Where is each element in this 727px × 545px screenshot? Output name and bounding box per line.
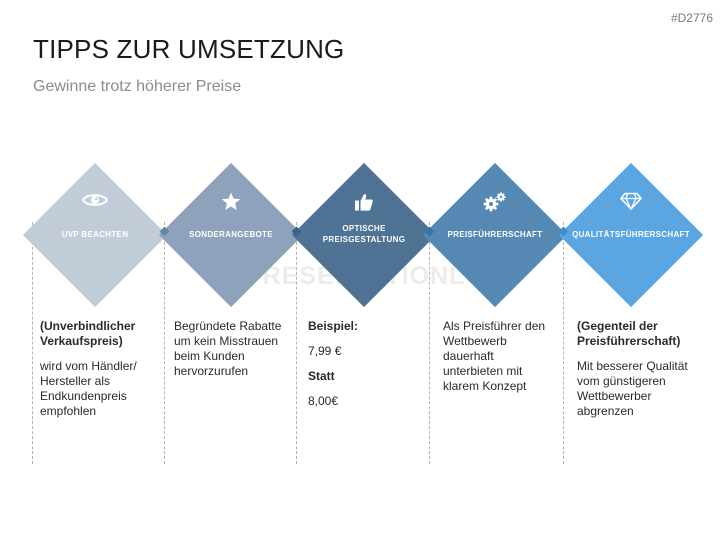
step-description-2: Begründete Rabatte um kein Misstrauen be… <box>174 319 292 389</box>
instead-price: 8,00€ <box>308 394 339 408</box>
step-label: OPTISCHE PREISGESTALTUNG <box>291 223 437 245</box>
separator-line <box>296 222 297 464</box>
star-icon <box>158 192 304 214</box>
instead-label: Statt <box>308 369 335 383</box>
step-description-3: Beispiel: 7,99 € Statt 8,00€ <box>308 319 426 419</box>
step-description-text: Mit besserer Qualität vom günstigeren We… <box>577 359 688 418</box>
step-sonderangebote: SONDERANGEBOTE <box>158 162 304 308</box>
step-description-text: wird vom Händler/ Hersteller als Endkund… <box>40 359 137 418</box>
gears-icon <box>422 192 568 214</box>
separator-line <box>164 222 165 464</box>
step-uvp-beachten: UVP BEACHTEN <box>22 162 168 308</box>
eye-icon <box>22 192 168 214</box>
step-label-line1: OPTISCHE <box>342 224 386 233</box>
step-label-line2: PREISGESTALTUNG <box>322 235 406 244</box>
step-description-1: (Unverbindlicher Verkaufspreis) wird vom… <box>40 319 158 429</box>
step-label: QUALITÄTSFÜHRERSCHAFT <box>572 230 690 239</box>
separator-line <box>563 222 564 464</box>
step-description-heading: (Unverbindlicher Verkaufspreis) <box>40 319 136 348</box>
step-preisfuehrerschaft: PREISFÜHRERSCHAFT <box>422 162 568 308</box>
step-description-4: Als Preisführer den Wettbewerb dauerhaft… <box>443 319 555 404</box>
slide-id: #D2776 <box>670 11 713 25</box>
example-label: Beispiel: <box>308 319 359 333</box>
diamond-icon <box>558 192 704 214</box>
step-label: SONDERANGEBOTE <box>189 230 273 239</box>
example-price: 7,99 € <box>308 344 342 358</box>
step-description-heading: (Gegenteil der Preisführerschaft) <box>577 319 681 348</box>
step-label: PREISFÜHRERSCHAFT <box>447 230 543 239</box>
step-description-5: (Gegenteil der Preisführerschaft) Mit be… <box>577 319 693 429</box>
step-qualitaetsfuehrerschaft: QUALITÄTSFÜHRERSCHAFT <box>558 162 704 308</box>
thumbs-up-icon <box>291 192 437 214</box>
step-description-text: Begründete Rabatte um kein Misstrauen be… <box>174 319 282 378</box>
separator-line <box>32 222 33 464</box>
page-title: TIPPS ZUR UMSETZUNG <box>33 34 345 64</box>
page-subtitle: Gewinne trotz höherer Preise <box>33 78 242 95</box>
step-optische-preisgestaltung: OPTISCHE PREISGESTALTUNG <box>291 162 437 308</box>
step-description-text: Als Preisführer den Wettbewerb dauerhaft… <box>443 319 546 393</box>
step-label: UVP BEACHTEN <box>61 230 129 239</box>
separator-line <box>429 222 430 464</box>
